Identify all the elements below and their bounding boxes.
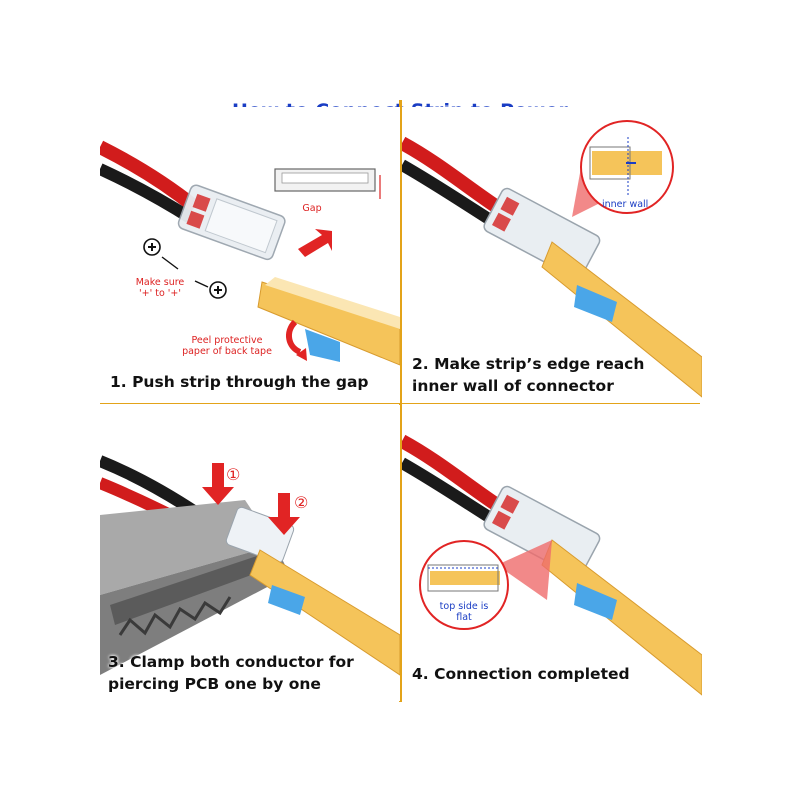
marker-1: ① bbox=[226, 465, 241, 484]
step-2-caption: 2. Make strip’s edge reach inner wall of… bbox=[412, 355, 645, 395]
step-3-illustration bbox=[100, 455, 400, 676]
step-4-panel: top side is flat 4. Connection completed bbox=[402, 405, 702, 701]
led-strip-icon bbox=[249, 549, 400, 676]
step-3-panel: ① ② 3. Clamp both conductor for piercing… bbox=[100, 405, 400, 701]
arrow-icon bbox=[298, 229, 332, 257]
blue-tape bbox=[574, 583, 617, 620]
gap-label: Gap bbox=[302, 203, 322, 214]
step-2-illustration bbox=[402, 120, 702, 398]
top-side-label: top side is flat bbox=[439, 601, 489, 623]
led-strip-icon bbox=[257, 277, 400, 366]
blue-tape bbox=[574, 285, 617, 322]
step-4-illustration bbox=[402, 434, 702, 696]
polarity-note: Make sure '+' to '+' bbox=[135, 277, 185, 299]
arrow-icon bbox=[202, 463, 234, 505]
led-strip-icon bbox=[541, 241, 702, 398]
step-2-panel: inner wall 2. Make strip’s edge reach in… bbox=[402, 107, 702, 403]
gap-diagram-icon bbox=[274, 168, 381, 199]
blue-tape bbox=[268, 585, 305, 615]
step-1-caption: 1. Push strip through the gap bbox=[110, 373, 369, 391]
step-3-caption: 3. Clamp both conductor for piercing PCB… bbox=[108, 653, 354, 693]
inner-wall-label: inner wall bbox=[602, 199, 649, 210]
blue-tape bbox=[305, 329, 340, 362]
horizontal-divider bbox=[100, 401, 700, 404]
connector-icon bbox=[177, 184, 286, 261]
step-1-illustration bbox=[100, 140, 400, 366]
arrow-icon bbox=[268, 493, 300, 535]
step-1-panel: Gap Make sure '+' to '+' Peel protective… bbox=[100, 107, 400, 403]
marker-2: ② bbox=[294, 493, 309, 512]
plier-icon bbox=[100, 500, 290, 675]
peel-note: Peel protective paper of back tape bbox=[182, 335, 272, 357]
step-4-caption: 4. Connection completed bbox=[412, 665, 630, 683]
peel-arrow-icon bbox=[286, 319, 302, 355]
